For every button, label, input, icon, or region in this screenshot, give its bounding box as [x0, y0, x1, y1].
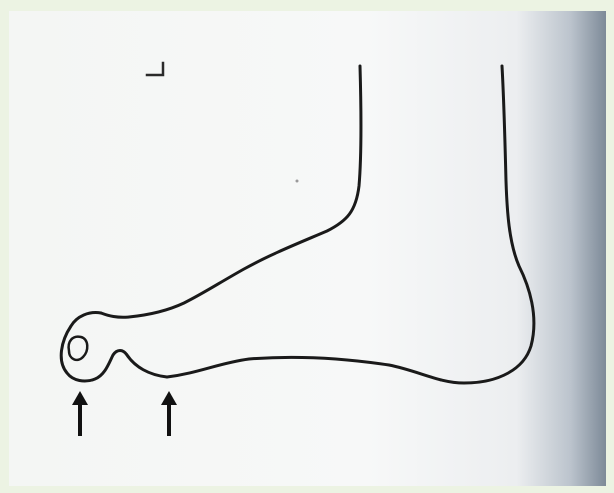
- ball-arrow: [161, 391, 177, 436]
- foot-dorsal-outline: [101, 66, 361, 317]
- toe-arrow: [72, 391, 88, 436]
- corner-mark: [147, 63, 163, 75]
- speck: [296, 180, 299, 183]
- toenail: [69, 337, 88, 360]
- big-toe-outline: [61, 313, 167, 381]
- scanned-figure: [9, 11, 606, 486]
- foot-sole-heel-outline: [167, 66, 534, 383]
- foot-diagram: [9, 11, 606, 486]
